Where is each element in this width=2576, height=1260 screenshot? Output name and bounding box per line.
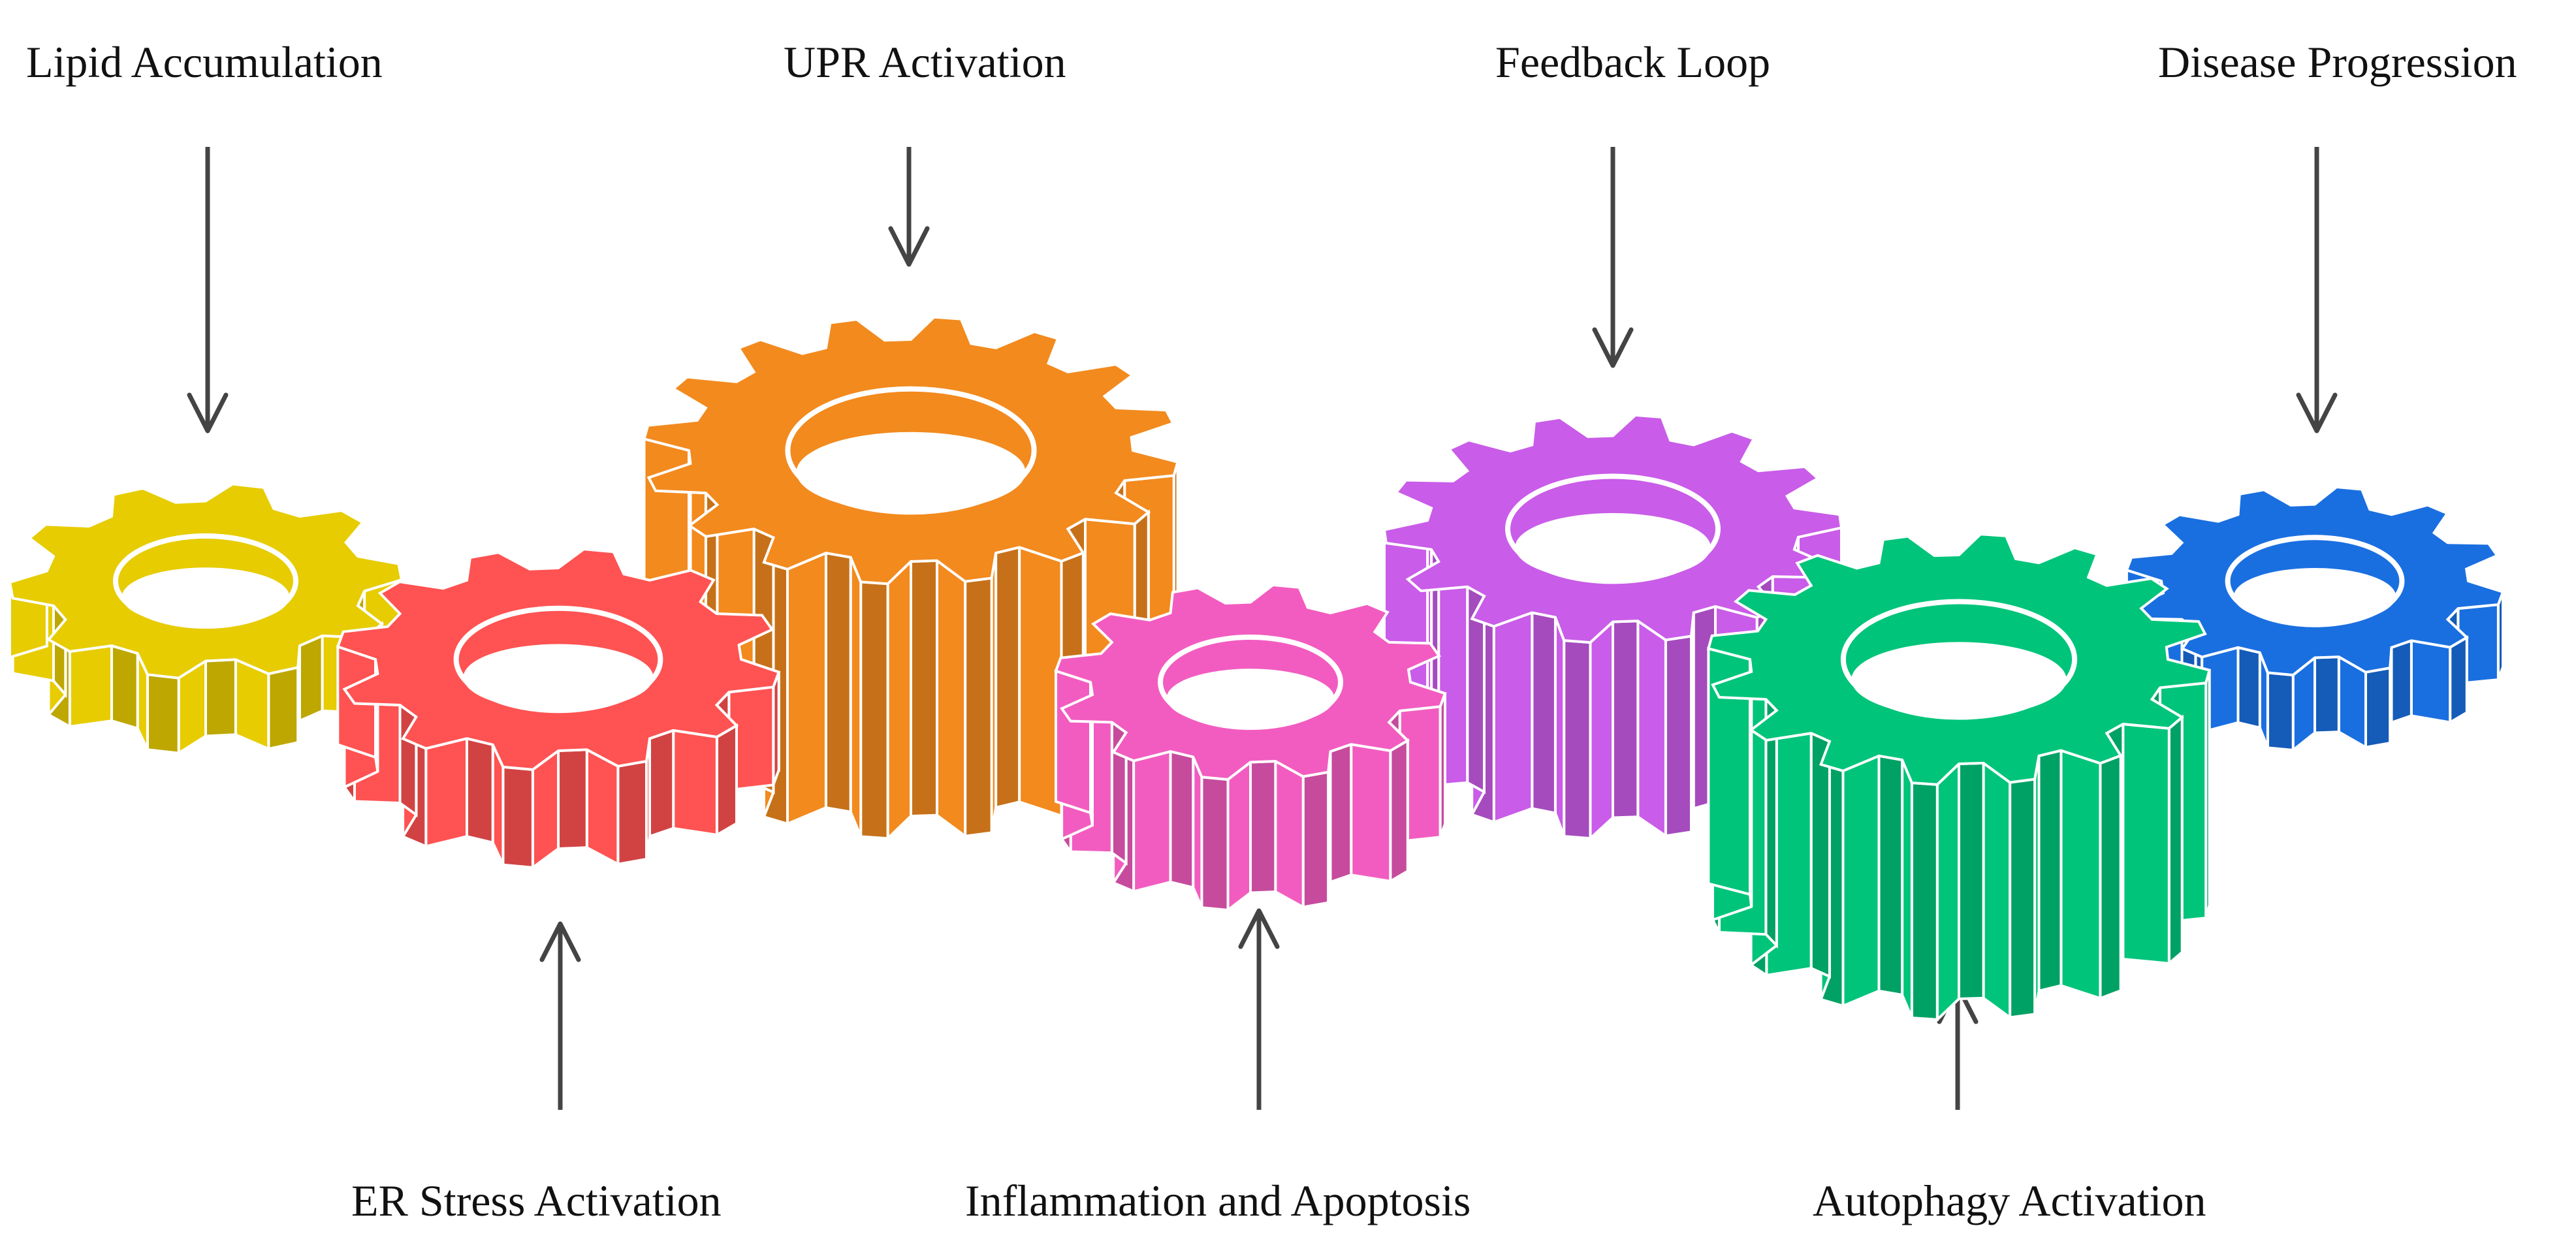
label-upr-activation: UPR Activation bbox=[784, 37, 1066, 87]
arrow-disease-down bbox=[2296, 147, 2338, 433]
label-disease-progression: Disease Progression bbox=[2158, 37, 2517, 87]
gears bbox=[8, 315, 2505, 1023]
label-lipid-accumulation: Lipid Accumulation bbox=[26, 37, 383, 87]
gear-hole bbox=[1505, 473, 1721, 584]
arrow-upr-down bbox=[888, 147, 930, 267]
gear-inflammation bbox=[1054, 583, 1447, 913]
arrow-inflammation-up bbox=[1238, 908, 1280, 1110]
arrow-feedback-down bbox=[1592, 147, 1634, 368]
gear-hole bbox=[785, 386, 1037, 515]
gear-autophagy bbox=[1706, 533, 2212, 1023]
label-inflammation-apoptosis: Inflammation and Apoptosis bbox=[965, 1176, 1471, 1225]
gear-er-stress bbox=[336, 548, 781, 870]
label-er-stress-activation: ER Stress Activation bbox=[351, 1176, 722, 1225]
arrow-er-up bbox=[539, 921, 581, 1110]
label-autophagy-activation: Autophagy Activation bbox=[1813, 1176, 2206, 1225]
label-feedback-loop: Feedback Loop bbox=[1495, 37, 1770, 87]
arrow-lipid-down bbox=[187, 147, 229, 433]
